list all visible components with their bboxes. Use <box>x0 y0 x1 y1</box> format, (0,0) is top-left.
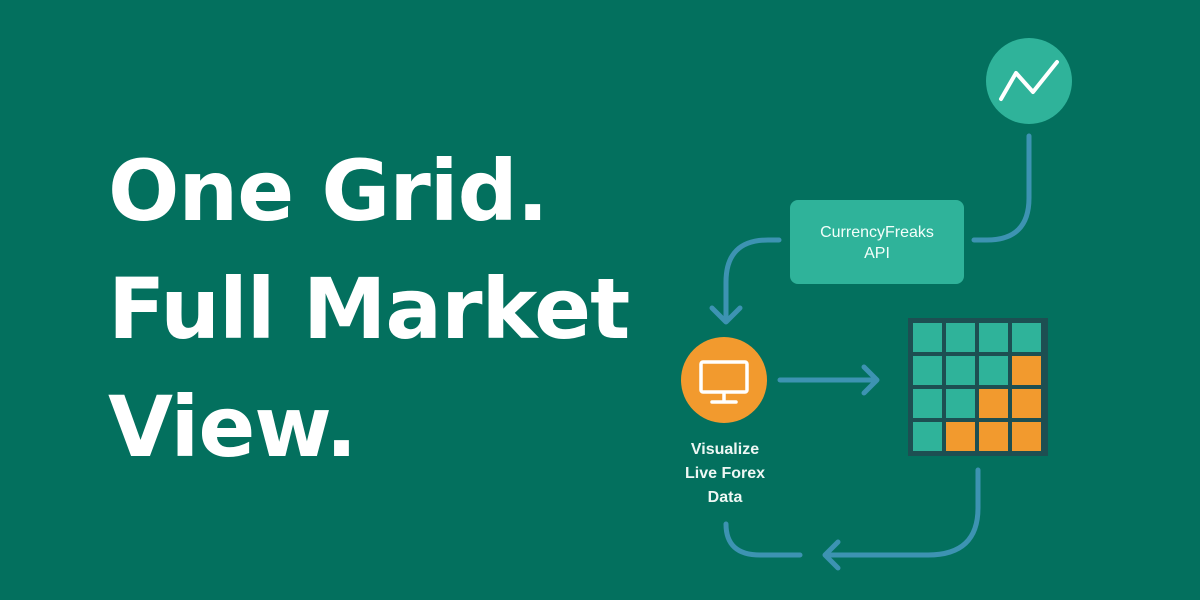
headline-line-2: Full Market <box>108 260 630 358</box>
headline-line-1: One Grid. <box>108 142 549 240</box>
grid-cell-orange <box>1012 356 1041 385</box>
grid-cell-teal <box>979 323 1008 352</box>
trend-line-icon <box>986 38 1072 124</box>
grid-cell-orange <box>1012 389 1041 418</box>
api-label-line-1: CurrencyFreaks <box>820 224 934 241</box>
visualize-label: Visualize Live Forex Data <box>660 438 790 510</box>
connector-api-to-monitor <box>723 237 782 321</box>
grid-cell-orange <box>1012 422 1041 451</box>
monitor-icon <box>681 337 767 423</box>
visualize-line-3: Data <box>707 489 743 506</box>
grid-cell-teal <box>913 356 942 385</box>
grid-cell-teal <box>913 389 942 418</box>
grid-cell-teal <box>913 422 942 451</box>
grid-cell-orange <box>979 422 1008 451</box>
api-label-line-2: API <box>864 245 890 262</box>
headline: One Grid. Full Market View. <box>108 132 630 486</box>
arrowhead-left-icon <box>822 539 841 571</box>
grid-cell-orange <box>946 422 975 451</box>
grid-cell-teal <box>946 389 975 418</box>
grid-cell-teal <box>1012 323 1041 352</box>
connector-grid-return <box>827 467 981 558</box>
visualize-line-1: Visualize <box>690 441 760 458</box>
api-box-label: CurrencyFreaks API <box>790 222 964 264</box>
api-box <box>790 200 964 284</box>
headline-line-3: View. <box>108 378 357 476</box>
arrowhead-down-icon <box>709 305 743 325</box>
grid-cell-teal <box>946 323 975 352</box>
visualize-line-2: Live Forex <box>684 465 766 482</box>
grid-cell-teal <box>946 356 975 385</box>
forex-grid <box>908 318 1048 456</box>
grid-cell-orange <box>979 389 1008 418</box>
connector-label-bottom <box>723 521 803 558</box>
grid-cell-teal <box>979 356 1008 385</box>
grid-cell-teal <box>913 323 942 352</box>
arrowhead-right-icon <box>861 364 880 396</box>
connector-trend-to-api <box>971 133 1032 243</box>
